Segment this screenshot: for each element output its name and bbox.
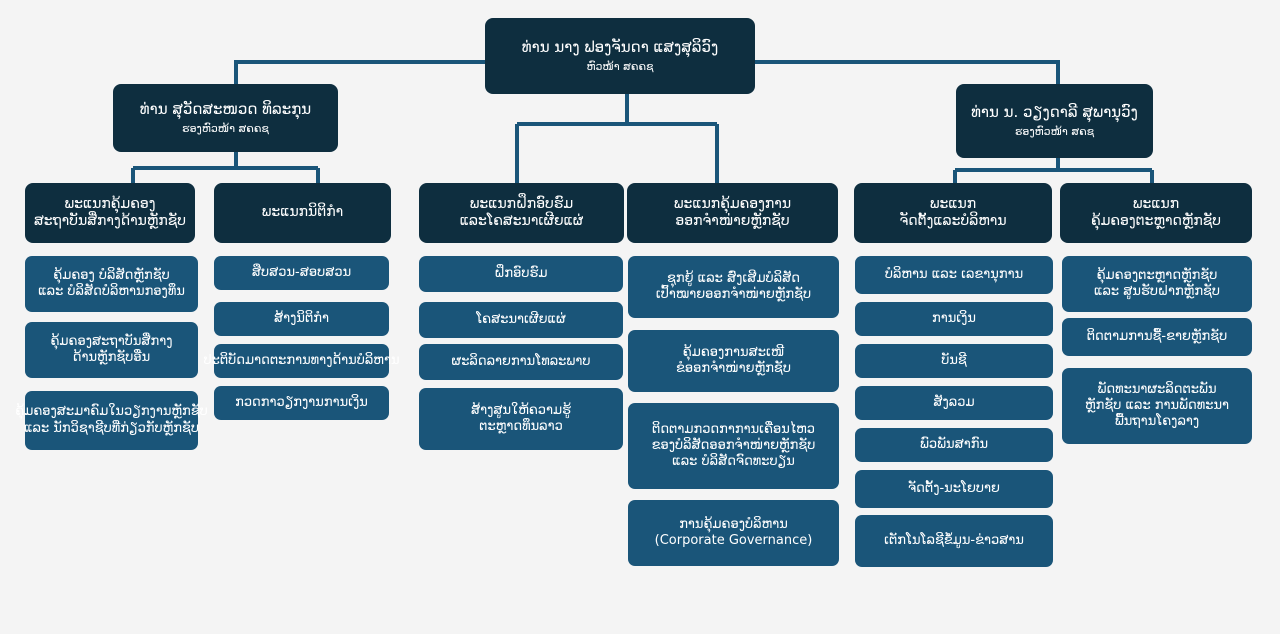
unit-box: ໂຄສະນາເຜີຍແຜ່: [419, 302, 623, 338]
unit-label-line: ຈັດຕັ້ງ-ນະໂຍບາຍ: [908, 480, 1000, 496]
unit-box: ປະຕິບັດມາດຕະການທາງດ້ານບໍລິຫານ: [203, 344, 400, 378]
chairman-name: ທ່ານ ນາງ ຟອງຈັນດາ ແສງສຸລິວົງ: [521, 38, 719, 57]
unit-label-line: ຄຸ້ມຄອງສະຖາບັນສື່ກາງ: [50, 333, 173, 349]
unit-label-line: ປະຕິບັດມາດຕະການທາງດ້ານບໍລິຫານ: [203, 352, 400, 368]
unit-box: ສ້າງສູນໃຫ້ຄວາມຮູ້ຕະຫຼາດທຶນລາວ: [419, 388, 623, 450]
unit-label-line: ສ້າງນິຕິກຳ: [273, 310, 330, 326]
unit-label-line: ການຄຸ້ມຄອງບໍລິຫານ: [679, 516, 788, 532]
unit-box: ຕິດຕາມກວດກາການເຄື່ອນໄຫວຂອງບໍລິສັດອອກຈຳໜ່…: [628, 403, 839, 489]
department-title-line: ພະແນກຄຸ້ມຄອງ: [64, 195, 156, 212]
department-title-line: ຄຸ້ມຄອງຕະຫຼາດຫຼັກຊັບ: [1090, 213, 1222, 229]
unit-box: ຄຸ້ມຄອງສະຖາບັນສື່ກາງດ້ານຫຼັກຊັບອື່ນ: [25, 322, 198, 378]
chairman-box: ທ່ານ ນາງ ຟອງຈັນດາ ແສງສຸລິວົງ ຫົວໜ້າ ສຄຄຊ: [485, 18, 755, 94]
unit-label-line: ສ້າງສູນໃຫ້ຄວາມຮູ້: [470, 402, 572, 418]
unit-label-line: ພື້ນຖານໂຄງລາງ: [1114, 414, 1200, 430]
unit-box: ຝຶກອົບຮົມ: [419, 256, 623, 292]
department-title-line: ຈັດຕັ້ງແລະບໍລິຫານ: [899, 213, 1007, 229]
unit-box: ກວດກາວຽກງານການເງິນ: [214, 386, 389, 420]
deputy-right-box: ທ່ານ ນ. ວຽງດາລີ ສຸພານຸວົງ ຮອງຫົວໜ້າ ສຄຊ: [956, 84, 1153, 158]
unit-label-line: ຝຶກອົບຮົມ: [494, 265, 548, 281]
unit-box: ຜະລິດລາຍການໂທລະພາບ: [419, 344, 623, 380]
unit-label-line: ຫຼັກຊັບ ແລະ ການພັດທະນາ: [1084, 397, 1230, 413]
department-title-line: ພະແນກ: [1132, 195, 1180, 212]
unit-label-line: ຂອງບໍລິສັດອອກຈຳໜ່າຍຫຼັກຊັບ: [651, 437, 816, 453]
main-to-left-deputy: [234, 60, 485, 84]
unit-box: ພັດທະນາຜະລິດຕະພັນຫຼັກຊັບ ແລະ ການພັດທະນາພ…: [1062, 368, 1252, 444]
department-title-line: ພະແນກ: [929, 195, 977, 212]
unit-box: ຊຸກຍູ້ ແລະ ສົ່ງເສີມບໍລິສັດເປົ້າໝາຍອອກຈຳໜ…: [628, 256, 839, 318]
unit-label-line: ແລະ ນັກວິຊາຊີບທີ່ກ່ຽວກັບຫຼັກຊັບ: [23, 420, 200, 436]
unit-label-line: ເປົ້າໝາຍອອກຈຳໜ່າຍຫຼັກຊັບ: [655, 287, 812, 302]
department-box: ພະແນກຄຸ້ມຄອງຕະຫຼາດຫຼັກຊັບ: [1060, 183, 1252, 243]
unit-label-line: ບໍລິຫານ ແລະ ເລຂານຸການ: [884, 266, 1024, 282]
unit-label-line: ດ້ານຫຼັກຊັບອື່ນ: [72, 350, 151, 365]
unit-box: ຄຸ້ມຄອງຕະຫຼາດຫຼັກຊັບແລະ ສູນຮັບຝາກຫຼັກຊັບ: [1062, 256, 1252, 312]
department-box: ພະແນກຝຶກອົບຮົມແລະໂຄສະນາເຜີຍແຜ່: [419, 183, 624, 243]
unit-label-line: ແລະ ສູນຮັບຝາກຫຼັກຊັບ: [1093, 284, 1221, 299]
unit-label-line: ພັດທະນາຜະລິດຕະພັນ: [1097, 381, 1217, 397]
deputy-left-name: ທ່ານ ສຸວັດສະໜວດ ທິລະກຸນ: [139, 100, 312, 119]
department-title-line: ພະແນກຄຸ້ມຄອງການ: [673, 195, 792, 212]
unit-label-line: ຕິດຕາມການຊື້-ຂາຍຫຼັກຊັບ: [1086, 328, 1228, 344]
unit-box: ພົວພັນສາກົນ: [855, 428, 1053, 462]
unit-label-line: ບັນຊີ: [941, 352, 967, 368]
chairman-title: ຫົວໜ້າ ສຄຄຊ: [586, 60, 654, 73]
department-box: ພະແນກຈັດຕັ້ງແລະບໍລິຫານ: [854, 183, 1052, 243]
department-title-line: ສະຖາບັນສື່ກາງດ້ານຫຼັກຊັບ: [33, 213, 187, 229]
unit-label-line: ຄຸ້ມຄອງການສະເໜີ: [682, 344, 785, 360]
unit-label-line: ໂຄສະນາເຜີຍແຜ່: [476, 311, 566, 327]
main-to-right-deputy: [755, 60, 1060, 84]
unit-label-line: ພົວພັນສາກົນ: [919, 436, 989, 452]
department-title-line: ພະແນກນິຕິກຳ: [261, 204, 344, 221]
unit-box: ການຄຸ້ມຄອງບໍລິຫານ(Corporate Governance): [628, 500, 839, 566]
department-box: ພະແນກຄຸ້ມຄອງການອອກຈຳໜ່າຍຫຼັກຊັບ: [627, 183, 838, 243]
deputy-left-title: ຮອງຫົວໜ້າ ສຄຄຊ: [182, 122, 269, 135]
main-to-center-depts: [515, 94, 719, 183]
unit-label-line: (Corporate Governance): [654, 533, 813, 548]
department-box: ພະແນກນິຕິກຳ: [214, 183, 391, 243]
unit-box: ບັນຊີ: [855, 344, 1053, 378]
department-box: ພະແນກຄຸ້ມຄອງສະຖາບັນສື່ກາງດ້ານຫຼັກຊັບ: [25, 183, 195, 243]
unit-label-line: ຄຸ້ມຄອງສະມາຄົມໃນວຽກງານຫຼັກຊັບ: [15, 404, 208, 420]
unit-box: ເຕັກໂນໂລຊີຂໍ້ມູນ-ຂ່າວສານ: [855, 515, 1053, 567]
unit-label-line: ຄຸ້ມຄອງ ບໍລິສັດຫຼັກຊັບ: [53, 267, 170, 283]
unit-label-line: ແລະ ບໍລິສັດບໍລິຫານກອງທຶນ: [38, 284, 185, 299]
unit-box: ຄຸ້ມຄອງສະມາຄົມໃນວຽກງານຫຼັກຊັບແລະ ນັກວິຊາ…: [15, 391, 208, 450]
deputy-right-name: ທ່ານ ນ. ວຽງດາລີ ສຸພານຸວົງ: [971, 103, 1138, 122]
unit-label-line: ຕະຫຼາດທຶນລາວ: [479, 419, 563, 434]
department-title-line: ອອກຈຳໜ່າຍຫຼັກຊັບ: [675, 213, 790, 229]
unit-box: ຕິດຕາມການຊື້-ຂາຍຫຼັກຊັບ: [1062, 318, 1252, 356]
unit-box: ສັງລວມ: [855, 386, 1053, 420]
unit-box: ການເງິນ: [855, 302, 1053, 336]
unit-label-line: ຕິດຕາມກວດກາການເຄື່ອນໄຫວ: [651, 421, 816, 437]
deputy-right-title: ຮອງຫົວໜ້າ ສຄຊ: [1014, 125, 1095, 138]
unit-label-line: ກວດກາວຽກງານການເງິນ: [235, 394, 368, 410]
unit-label-line: ສັງລວມ: [933, 394, 975, 410]
right-deputy-to-depts: [953, 158, 1154, 183]
unit-label-line: ສືບສວນ-ສອບສວນ: [251, 264, 352, 280]
unit-box: ບໍລິຫານ ແລະ ເລຂານຸການ: [855, 256, 1053, 294]
left-deputy-to-depts: [131, 152, 320, 183]
unit-label-line: ການເງິນ: [932, 310, 976, 326]
department-title-line: ແລະໂຄສະນາເຜີຍແຜ່: [459, 213, 584, 229]
unit-label-line: ຊຸກຍູ້ ແລະ ສົ່ງເສີມບໍລິສັດ: [667, 270, 800, 286]
unit-box: ຄຸ້ມຄອງການສະເໜີຂໍອອກຈຳໜ່າຍຫຼັກຊັບ: [628, 330, 839, 392]
unit-box: ຈັດຕັ້ງ-ນະໂຍບາຍ: [855, 470, 1053, 508]
unit-label-line: ຜະລິດລາຍການໂທລະພາບ: [451, 353, 591, 369]
unit-box: ສ້າງນິຕິກຳ: [214, 302, 389, 336]
unit-label-line: ແລະ ບໍລິສັດຈົດທະບຽນ: [672, 454, 795, 470]
deputy-left-box: ທ່ານ ສຸວັດສະໜວດ ທິລະກຸນ ຮອງຫົວໜ້າ ສຄຄຊ: [113, 84, 338, 152]
unit-box: ຄຸ້ມຄອງ ບໍລິສັດຫຼັກຊັບແລະ ບໍລິສັດບໍລິຫານ…: [25, 256, 198, 312]
unit-box: ສືບສວນ-ສອບສວນ: [214, 256, 389, 290]
unit-label-line: ຂໍອອກຈຳໜ່າຍຫຼັກຊັບ: [676, 361, 791, 376]
department-title-line: ພະແນກຝຶກອົບຮົມ: [469, 195, 574, 212]
unit-label-line: ເຕັກໂນໂລຊີຂໍ້ມູນ-ຂ່າວສານ: [884, 532, 1024, 548]
unit-label-line: ຄຸ້ມຄອງຕະຫຼາດຫຼັກຊັບ: [1096, 267, 1218, 283]
